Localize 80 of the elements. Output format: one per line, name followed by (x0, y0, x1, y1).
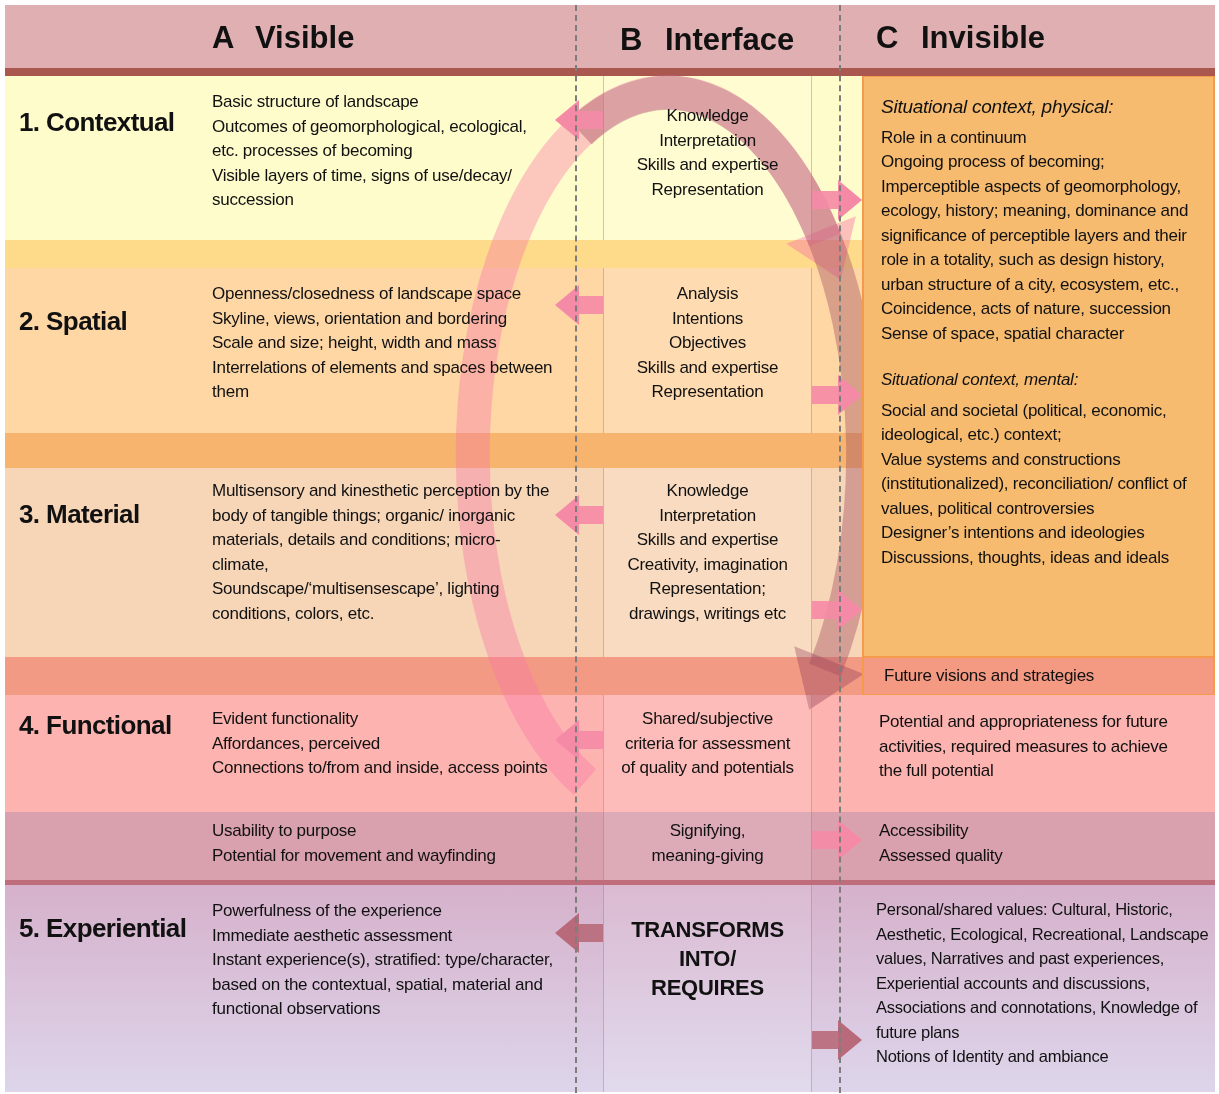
item-text: Representation (650, 178, 765, 201)
item-text: Connections to/from and inside, access points (212, 757, 549, 779)
arrow (555, 100, 603, 140)
interface-panel (603, 468, 812, 657)
relation-text: TRANSFORMS INTO/ REQUIRES (630, 916, 785, 1002)
item-text: Coincidence, acts of nature, succession (881, 298, 1172, 320)
item-text: Representation (650, 381, 765, 403)
item-text: Multisensory and kinesthetic perception by the body of tangible things; organic/ inorganic materials, details and conditions; micro-climate, (212, 480, 551, 576)
item-text: Powerfulness of the experience (212, 900, 443, 922)
item-text: Accessibility (879, 820, 970, 842)
item-text: Future visions and strategies (884, 664, 1095, 687)
interface-panel (603, 885, 812, 1092)
item-text: Representation; (648, 578, 767, 600)
row-heading: 5. Experiential (19, 913, 187, 944)
item-text: Notions of Identity and ambiance (876, 1046, 1110, 1067)
item-text: Scale and size; height, width and mass (212, 332, 498, 354)
item-text: Skills and expertise (635, 154, 780, 176)
item-text: Visible layers of time, signs of use/decay/ succession (212, 164, 513, 211)
arrow (555, 495, 603, 535)
row-heading: 1. Contextual (19, 107, 175, 138)
item-text: Sense of space, spatial character (881, 322, 1126, 345)
item-text: drawings, writings etc (628, 602, 787, 625)
arrow (812, 820, 862, 860)
item-text: Analysis (675, 283, 740, 305)
item-text: Social and societal (political, economic, ideological, etc.) context; (881, 399, 1168, 446)
item-text: Signifying, meaning-giving (650, 820, 765, 867)
item-text: Creativity, imagination (626, 553, 789, 576)
interface-panel (603, 695, 812, 812)
item-text: Instant experience(s), stratified: type/character, based on the contextual, spatial, material and functional observations (212, 949, 554, 1020)
row-heading: 4. Functional (19, 710, 172, 741)
item-text: Role in a continuum (881, 126, 1028, 149)
item-text: Discussions, thoughts, ideas and ideals (881, 546, 1170, 569)
arrow (555, 913, 603, 953)
interface-panel (603, 76, 812, 240)
item-text: Personal/shared values: Cultural, Historic, Aesthetic, Ecological, Recreational, Landscape values, Narratives and past experiences, Experiential accounts and discussions, Associations and connotations, Knowledge of future plans (876, 899, 1209, 1043)
arrow (555, 285, 603, 325)
item-text: Shared/subjective criteria for assessment of quality and potentials (620, 708, 795, 779)
item-text: Knowledge (665, 105, 750, 127)
item-text: Skyline, views, orientation and bordering (212, 307, 508, 330)
item-text: Immediate aesthetic assessment (212, 924, 454, 947)
strategy-band (862, 657, 1215, 695)
item-text: Potential and appropriateness for future activities, required measures to achieve the full potential (879, 711, 1169, 782)
item-text: Interrelations of elements and spaces between them (212, 356, 554, 403)
item-text: Evident functionality (212, 708, 359, 730)
arrow (812, 590, 862, 630)
item-text: Assessed quality (879, 844, 1004, 867)
item-text: Soundscape/‘multisensescape’, lighting conditions, colors, etc. (212, 578, 501, 625)
item-text: Designer’s intentions and ideologies (881, 522, 1146, 544)
interface-panel (603, 812, 812, 880)
arrow (812, 180, 862, 220)
row-heading: 2. Spatial (19, 306, 128, 337)
item-text: Potential for movement and wayfinding (212, 844, 497, 867)
item-text: Basic structure of landscape (212, 91, 420, 113)
interface-panel (603, 268, 812, 433)
section-heading: Situational context, physical: (881, 95, 1115, 119)
item-text: Usability to purpose (212, 820, 358, 842)
item-text: Objectives (668, 332, 747, 354)
column-heading: B (620, 22, 643, 58)
context-panel (862, 76, 1215, 657)
item-text: Value systems and constructions (institutionalized), reconciliation/ conflict of values, political controversies (881, 448, 1188, 520)
item-text: Interpretation (658, 504, 757, 527)
arrow (812, 1020, 862, 1060)
item-text: Intentions (670, 307, 745, 330)
column-heading: Invisible (921, 20, 1046, 56)
item-text: Knowledge (665, 480, 750, 502)
item-text: Imperceptible aspects of geomorphology, ecology, history; meaning, dominance and significance of perceptible layers and their role in a totality, such as design history, urban structure of a city, ecosystem, etc., (881, 175, 1190, 296)
item-text: Skills and expertise (635, 356, 780, 379)
item-text: Interpretation (658, 129, 757, 152)
column-heading: Interface (665, 22, 795, 58)
row-heading: 3. Material (19, 499, 140, 530)
item-text: Openness/closedness of landscape space (212, 283, 522, 305)
item-text: Outcomes of geomorphological, ecological, etc. processes of becoming (212, 115, 528, 162)
item-text: Skills and expertise (635, 529, 780, 551)
arrow (555, 720, 603, 760)
column-heading: Visible (255, 20, 355, 56)
item-text: Ongoing process of becoming; (881, 151, 1106, 173)
item-text: Affordances, perceived (212, 732, 382, 755)
column-heading: A (212, 20, 235, 56)
column-heading: C (876, 20, 899, 56)
section-heading: Situational context, mental: (881, 369, 1080, 391)
